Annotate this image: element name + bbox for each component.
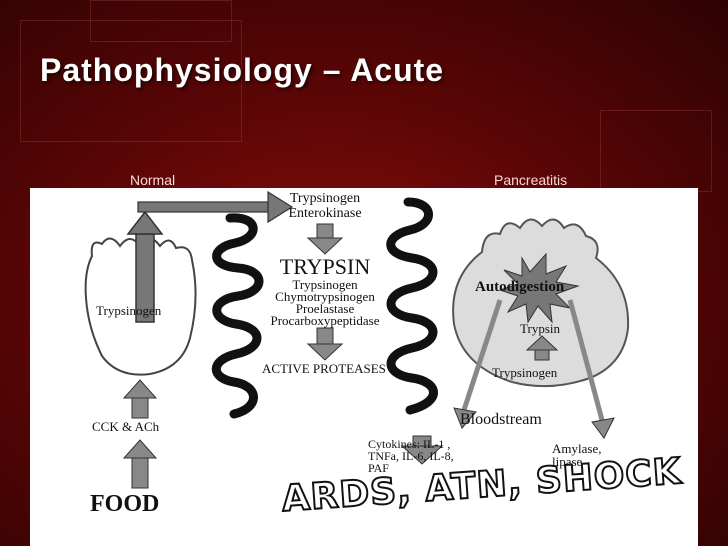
bloodstream-label: Bloodstream [460,411,542,428]
trypsin-pancreatitis-label: Trypsin [520,321,560,336]
cascade-item: Chymotrypsinogen [275,289,375,304]
active-proteases-label: ACTIVE PROTEASES [262,361,386,376]
cytokines-line: Cytokines: IL-1 , [368,437,451,451]
trypsin-label: TRYPSIN [279,254,371,279]
food-label: FOOD [90,491,160,517]
food-arrow-shaft [131,457,149,489]
diagram-panel: Trypsinogen CCK & ACh FOOD Trypsinogen E… [30,188,698,546]
slide-title: Pathophysiology – Acute [40,52,445,88]
pancreatitis-label: Pancreatitis [494,172,568,188]
normal-label: Normal [130,172,176,188]
cytokines-line: TNFa, IL-6, IL-8, [368,449,454,463]
diagram-graphics [84,190,630,489]
activation-arrow-head [306,237,344,255]
cascade-item: Proelastase [295,301,355,316]
outcome-arrow-head [400,445,444,465]
trypsinogen-normal-label: Trypsinogen [96,303,162,318]
activation-arrow-shaft [316,223,334,239]
duodenum-coil-left [211,213,264,419]
autodigestion-starburst [498,252,580,324]
bloodstream-arrow-line [461,299,503,411]
background-frame-line [20,20,242,142]
secretion-arrow-head [126,210,164,235]
bloodstream-arrow-head [453,407,477,429]
duct-arrow-shaft [137,201,269,213]
cytokines-line: PAF [368,461,389,475]
cck-arrow-shaft [131,397,149,419]
food-arrow-head [122,439,158,459]
amylase-line: Amylase, [552,441,602,456]
protease-arrow-head [306,343,344,361]
cck-arrow-head [122,379,158,399]
trypsin-activation-arrow-shaft [534,349,550,361]
cck-ach-label: CCK & ACh [92,419,160,434]
enzyme-arrow-head [591,417,615,439]
trypsin-activation-arrow-head [525,335,559,351]
enterokinase-label: Enterokinase [288,206,362,221]
autodigestion-label: Autodigestion [475,279,565,295]
amylase-line: lipase [552,454,583,469]
cascade-item: Trypsinogen [292,277,358,292]
enzyme-arrow-line [567,299,605,421]
background-frame-line [90,0,232,42]
background-frame-line [600,110,712,192]
trypsinogen-label: Trypsinogen [289,191,361,206]
protease-arrow-shaft [316,327,334,345]
cascade-item: Procarboxypeptidase [270,313,380,328]
duct-arrow-head [267,190,294,224]
trypsinogen-pancreatitis-label: Trypsinogen [492,365,558,380]
duodenum-coil-right [386,197,438,415]
